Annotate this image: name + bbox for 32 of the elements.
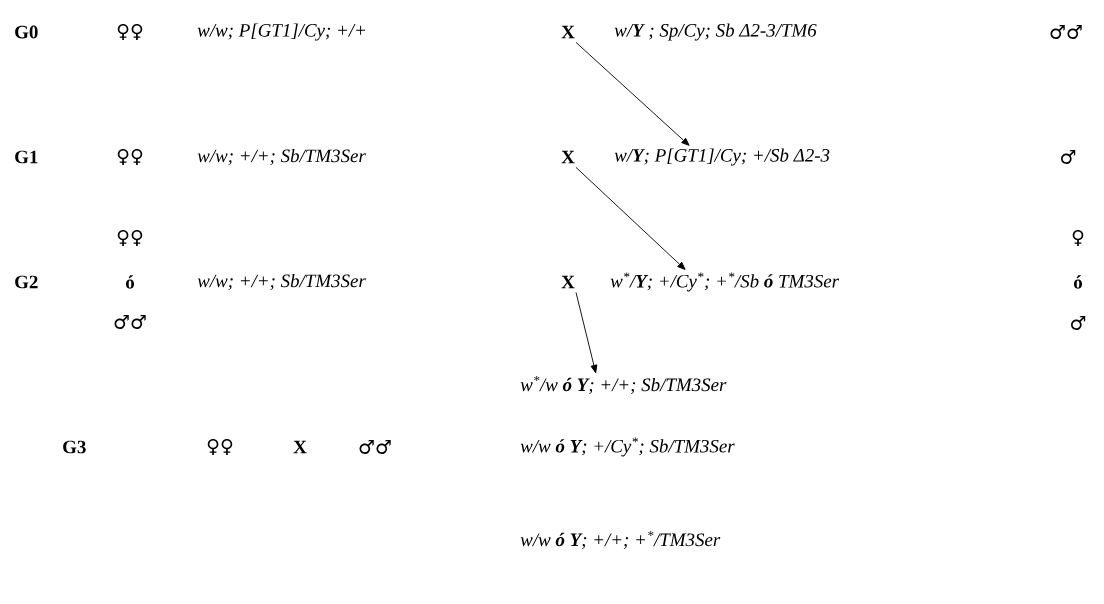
arrow <box>575 166 686 270</box>
cross-sign: X <box>561 25 575 39</box>
genotype-text: w/w ó Y; +/Cy$^{*}$; Sb/TM3Ser <box>520 437 735 457</box>
genotype-text: w$^{*}$/w ó Y; +/+; Sb/TM3Ser <box>520 376 727 394</box>
cross-sign: ó <box>1074 275 1082 289</box>
genotype-text: w/w; +/+; Sb/TM3Ser <box>197 274 366 290</box>
genotype-text: w/Y ; Sp/Cy; Sb Δ2-3/TM6 <box>614 23 817 41</box>
arrow <box>575 291 598 374</box>
sex-symbol: ♀ <box>1072 229 1084 247</box>
sex-symbol: ♂ <box>1071 316 1086 330</box>
sex-symbol: ♀♀ <box>117 229 143 247</box>
generation-label: G3 <box>63 440 86 454</box>
cross-sign: X <box>293 440 307 454</box>
sex-symbol: ♂ <box>1061 150 1076 164</box>
genotype-text: w/w; +/+; Sb/TM3Ser <box>197 149 366 165</box>
cross-sign: X <box>561 150 575 164</box>
sex-symbol: ♂♂ <box>1050 25 1082 39</box>
cross-sign: ó <box>126 275 134 289</box>
sex-symbol: ♂♂ <box>114 315 146 329</box>
genotype-text: w$^{*}$/Y; +/Cy$^{*}$; +$^{*}$/Sb ó TM3Ser <box>610 272 840 292</box>
sex-symbol: ♀♀ <box>117 148 143 166</box>
generation-label: G1 <box>15 150 38 164</box>
sex-symbol: ♀♀ <box>207 438 233 456</box>
genotype-text: w/Y; P[GT1]/Cy; +/Sb Δ2-3 <box>614 148 830 166</box>
genotype-text: w/w ó Y; +/+; +$^{*}$/TM3Ser <box>520 531 721 549</box>
cross-sign: X <box>561 275 575 289</box>
arrow <box>575 41 690 146</box>
generation-label: G0 <box>15 25 38 39</box>
generation-label: G2 <box>15 275 38 289</box>
sex-symbol: ♀♀ <box>117 23 143 41</box>
sex-symbol: ♂♂ <box>359 440 391 454</box>
genotype-text: w/w; P[GT1]/Cy; +/+ <box>197 23 365 41</box>
